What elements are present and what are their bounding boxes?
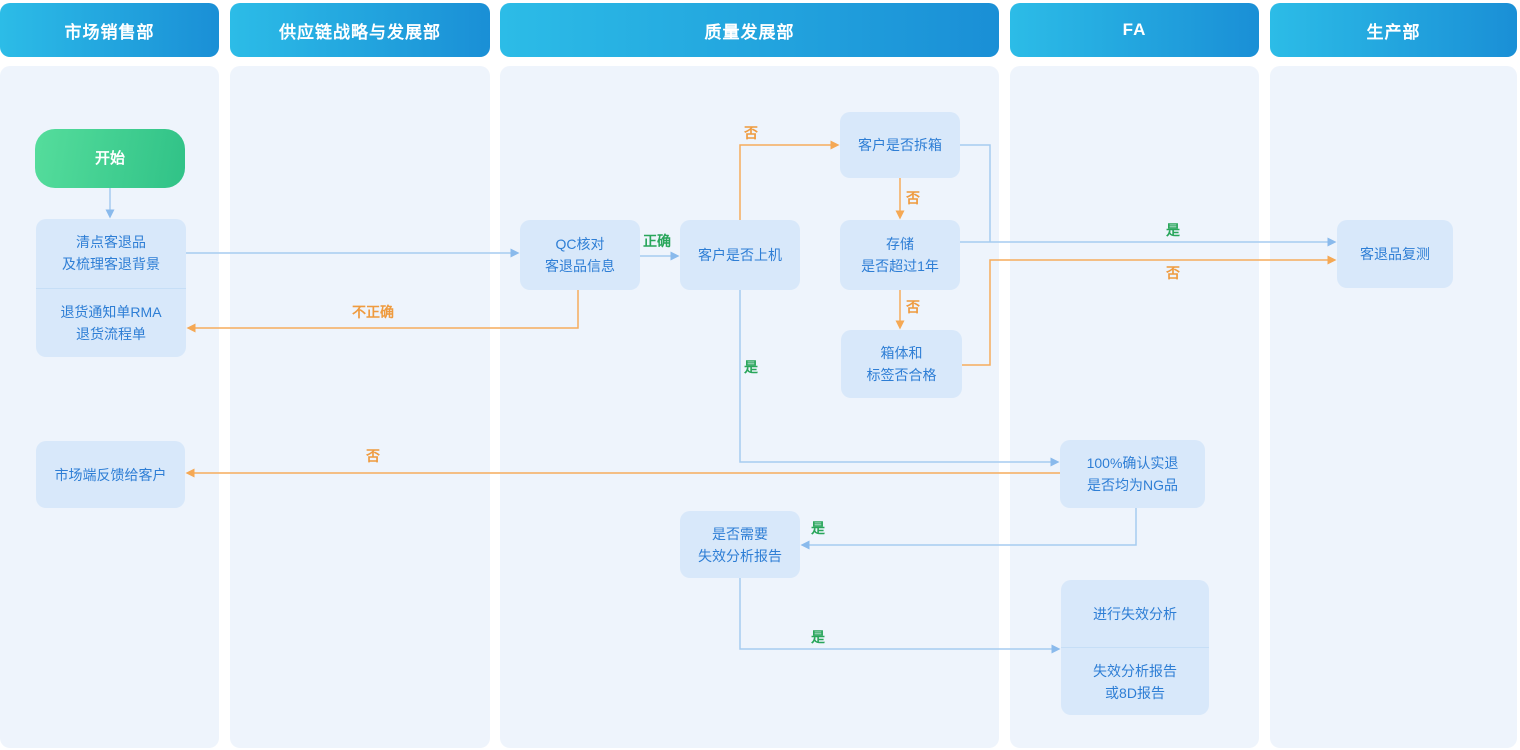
node-storage-line1: 存储 bbox=[886, 236, 914, 252]
node-fareport-line2: 或8D报告 bbox=[1105, 684, 1165, 701]
node-ng-line2: 是否均为NG品 bbox=[1087, 477, 1178, 493]
node-unbox-label: 客户是否拆箱 bbox=[858, 137, 942, 153]
edge-label-needfa-yes: 是 bbox=[811, 629, 825, 645]
node-return-retest: 客退品复测 bbox=[1337, 220, 1453, 288]
edge-label-onmachine-no: 否 bbox=[744, 125, 758, 141]
node-dofa-label: 进行失效分析 bbox=[1093, 605, 1177, 622]
node-retest-label: 客退品复测 bbox=[1360, 246, 1430, 262]
edge-label-incorrect: 不正确 bbox=[352, 304, 394, 320]
edge-label-unbox-no: 否 bbox=[906, 190, 920, 206]
node-start: 开始 bbox=[35, 129, 185, 188]
edge-label-correct: 正确 bbox=[643, 233, 671, 249]
node-onmachine-label: 客户是否上机 bbox=[698, 247, 782, 263]
node-qc-line2: 客退品信息 bbox=[545, 258, 615, 274]
lane-header-fa: FA bbox=[1010, 3, 1259, 57]
node-needfa-line2: 失效分析报告 bbox=[698, 547, 782, 564]
node-feedback-label: 市场端反馈给客户 bbox=[54, 466, 167, 483]
lane-title: 市场销售部 bbox=[64, 22, 155, 42]
node-qc-verify: QC核对 客退品信息 bbox=[520, 220, 640, 290]
node-fareport-line1: 失效分析报告 bbox=[1093, 662, 1177, 679]
node-needfa-line1: 是否需要 bbox=[712, 525, 768, 542]
lane-header-marketing-sales: 市场销售部 bbox=[0, 3, 219, 57]
node-start-label: 开始 bbox=[94, 149, 125, 167]
lane-header-quality-dev: 质量发展部 bbox=[500, 3, 999, 57]
lane-title: 供应链战略与发展部 bbox=[279, 22, 441, 42]
edge-label-onmachine-yes: 是 bbox=[744, 359, 758, 375]
lane-header-supply-chain: 供应链战略与发展部 bbox=[230, 3, 490, 57]
node-qc-line1: QC核对 bbox=[555, 236, 605, 252]
node-confirm-ng: 100%确认实退 是否均为NG品 bbox=[1060, 440, 1205, 508]
node-rma-line2: 退货流程单 bbox=[76, 325, 146, 342]
node-rma-section: 退货通知单RMA 退货流程单 bbox=[36, 289, 186, 358]
node-dofa-section: 进行失效分析 bbox=[1061, 580, 1209, 648]
node-count-section: 清点客退品 及梳理客退背景 bbox=[36, 219, 186, 289]
node-need-failure-analysis: 是否需要 失效分析报告 bbox=[680, 511, 800, 578]
edge-label-storage-yes: 是 bbox=[1166, 222, 1180, 238]
node-customer-onmachine: 客户是否上机 bbox=[680, 220, 800, 290]
lane-title: FA bbox=[1122, 20, 1147, 39]
node-box-label-check: 箱体和 标签否合格 bbox=[841, 330, 962, 398]
edge-label-storage-no: 否 bbox=[906, 299, 920, 315]
lane-title: 质量发展部 bbox=[704, 22, 795, 42]
node-failure-analysis-and-report: 进行失效分析 失效分析报告 或8D报告 bbox=[1061, 580, 1209, 715]
node-count-line1: 清点客退品 bbox=[76, 234, 146, 251]
lane-header-production: 生产部 bbox=[1270, 3, 1517, 57]
node-customer-unboxed: 客户是否拆箱 bbox=[840, 112, 960, 178]
node-feedback-to-customer: 市场端反馈给客户 bbox=[36, 441, 185, 508]
node-fareport-section: 失效分析报告 或8D报告 bbox=[1061, 648, 1209, 715]
lane-title: 生产部 bbox=[1366, 22, 1421, 42]
edge-label-ng-no: 否 bbox=[366, 448, 380, 464]
lane-body-supply-chain bbox=[230, 66, 490, 748]
edge-label-boxcheck-no: 否 bbox=[1166, 265, 1180, 281]
edge-label-ng-yes: 是 bbox=[811, 520, 825, 536]
node-count-and-rma: 清点客退品 及梳理客退背景 退货通知单RMA 退货流程单 bbox=[36, 219, 186, 357]
lane-body-production bbox=[1270, 66, 1517, 748]
node-rma-line1: 退货通知单RMA bbox=[60, 303, 162, 320]
node-count-line2: 及梳理客退背景 bbox=[62, 256, 160, 273]
node-ng-line1: 100%确认实退 bbox=[1086, 455, 1179, 471]
node-boxcheck-line1: 箱体和 bbox=[880, 345, 923, 361]
node-storage-line2: 是否超过1年 bbox=[861, 258, 939, 274]
node-storage-over-1year: 存储 是否超过1年 bbox=[840, 220, 960, 290]
node-boxcheck-line2: 标签否合格 bbox=[866, 367, 937, 383]
